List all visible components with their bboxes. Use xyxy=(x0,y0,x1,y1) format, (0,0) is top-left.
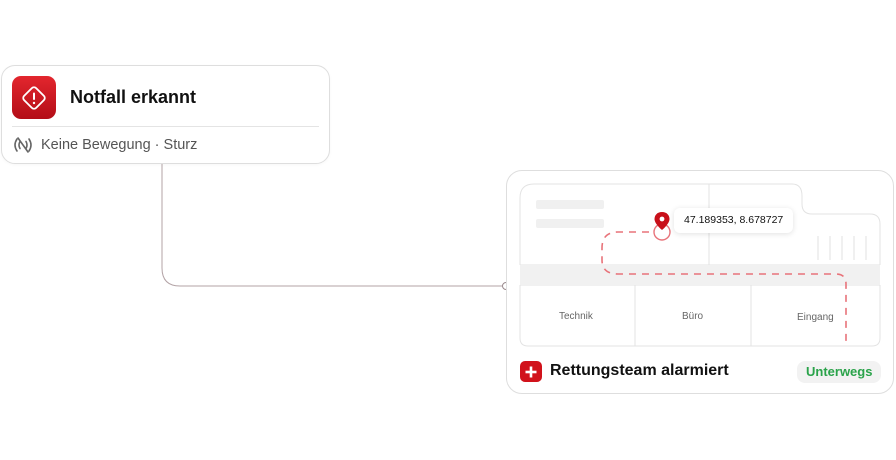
alert-title: Notfall erkannt xyxy=(70,87,197,107)
status-badge: Unterwegs xyxy=(797,361,882,383)
room-label-technik: Technik xyxy=(559,311,593,322)
no-signal-icon xyxy=(14,137,32,153)
location-pin-icon xyxy=(654,212,670,230)
medical-cross-icon xyxy=(520,361,542,382)
coordinates-label: 47.189353, 8.678727 xyxy=(674,208,794,233)
alert-divider xyxy=(12,126,319,127)
stairs xyxy=(817,236,867,260)
placeholder-bar xyxy=(536,219,604,228)
placeholder-bar xyxy=(536,200,604,209)
rescue-team-title: Rettungsteam alarmiert xyxy=(550,362,729,379)
room-label-buero: Büro xyxy=(682,311,704,322)
route-path xyxy=(601,231,847,346)
alert-card: Notfall erkannt Keine Bewegung · Sturz xyxy=(1,65,330,164)
corridor xyxy=(520,265,880,285)
map-outline xyxy=(519,183,881,265)
alert-subtitle: Keine Bewegung · Sturz xyxy=(41,137,198,153)
warning-icon xyxy=(12,76,56,119)
room-label-eingang: Eingang xyxy=(797,312,834,323)
floor-plan-map xyxy=(519,183,881,347)
